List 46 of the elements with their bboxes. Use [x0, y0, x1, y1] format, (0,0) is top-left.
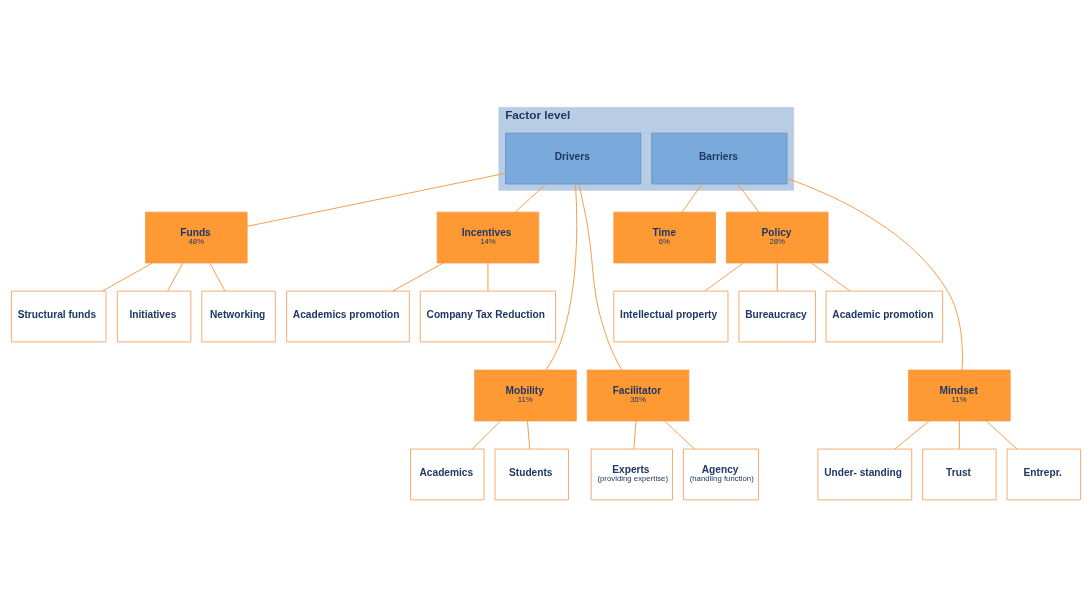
connector	[102, 262, 153, 291]
connector	[737, 183, 760, 212]
node-box: Experts (providing expertise)	[590, 448, 673, 500]
node-box: Intellectual property	[613, 290, 729, 342]
node-box: Incentives 14%	[436, 211, 540, 263]
connector	[664, 420, 695, 449]
node-box: Entrepr.	[1006, 448, 1081, 500]
connector	[681, 183, 703, 212]
connector	[514, 183, 547, 212]
node-box: Students	[494, 448, 569, 500]
connector	[633, 420, 637, 449]
node-box: Mobility 11%	[474, 369, 577, 421]
connector	[958, 420, 960, 449]
connector	[786, 177, 963, 370]
node-box: Funds 48%	[145, 211, 248, 263]
connector	[985, 420, 1018, 449]
node-box: Mindset 11%	[908, 369, 1011, 421]
node-box: Academics	[410, 448, 485, 500]
node-box: Initiatives	[116, 290, 192, 342]
node-box: Academic promotion	[825, 290, 943, 342]
node-box: Academics promotion	[286, 290, 410, 342]
node-box: Trust	[922, 448, 997, 500]
connector	[810, 262, 851, 291]
connector	[894, 420, 930, 449]
node-box: Facilitator 35%	[586, 369, 690, 421]
node-box: Bureaucracy	[738, 290, 816, 342]
connector	[167, 262, 184, 291]
node-box: Under- standing	[817, 448, 913, 500]
node-box: Structural funds	[11, 290, 107, 342]
node-box: Barriers	[651, 132, 788, 184]
connector	[471, 420, 501, 449]
connector	[704, 262, 744, 291]
node-box: Company Tax Reduction	[419, 290, 556, 342]
connector	[392, 262, 444, 291]
connector	[776, 262, 778, 291]
node-box: Policy 28%	[726, 211, 829, 263]
node-box: Time 6%	[613, 211, 716, 263]
node-box: Networking	[201, 290, 276, 342]
node-box: Agency (handling function)	[683, 448, 759, 500]
connector	[487, 262, 489, 291]
connector	[527, 420, 531, 449]
connector	[578, 183, 623, 370]
connector	[246, 172, 506, 227]
node-box: Drivers	[505, 132, 642, 184]
connector	[545, 183, 578, 370]
connector	[209, 262, 226, 291]
